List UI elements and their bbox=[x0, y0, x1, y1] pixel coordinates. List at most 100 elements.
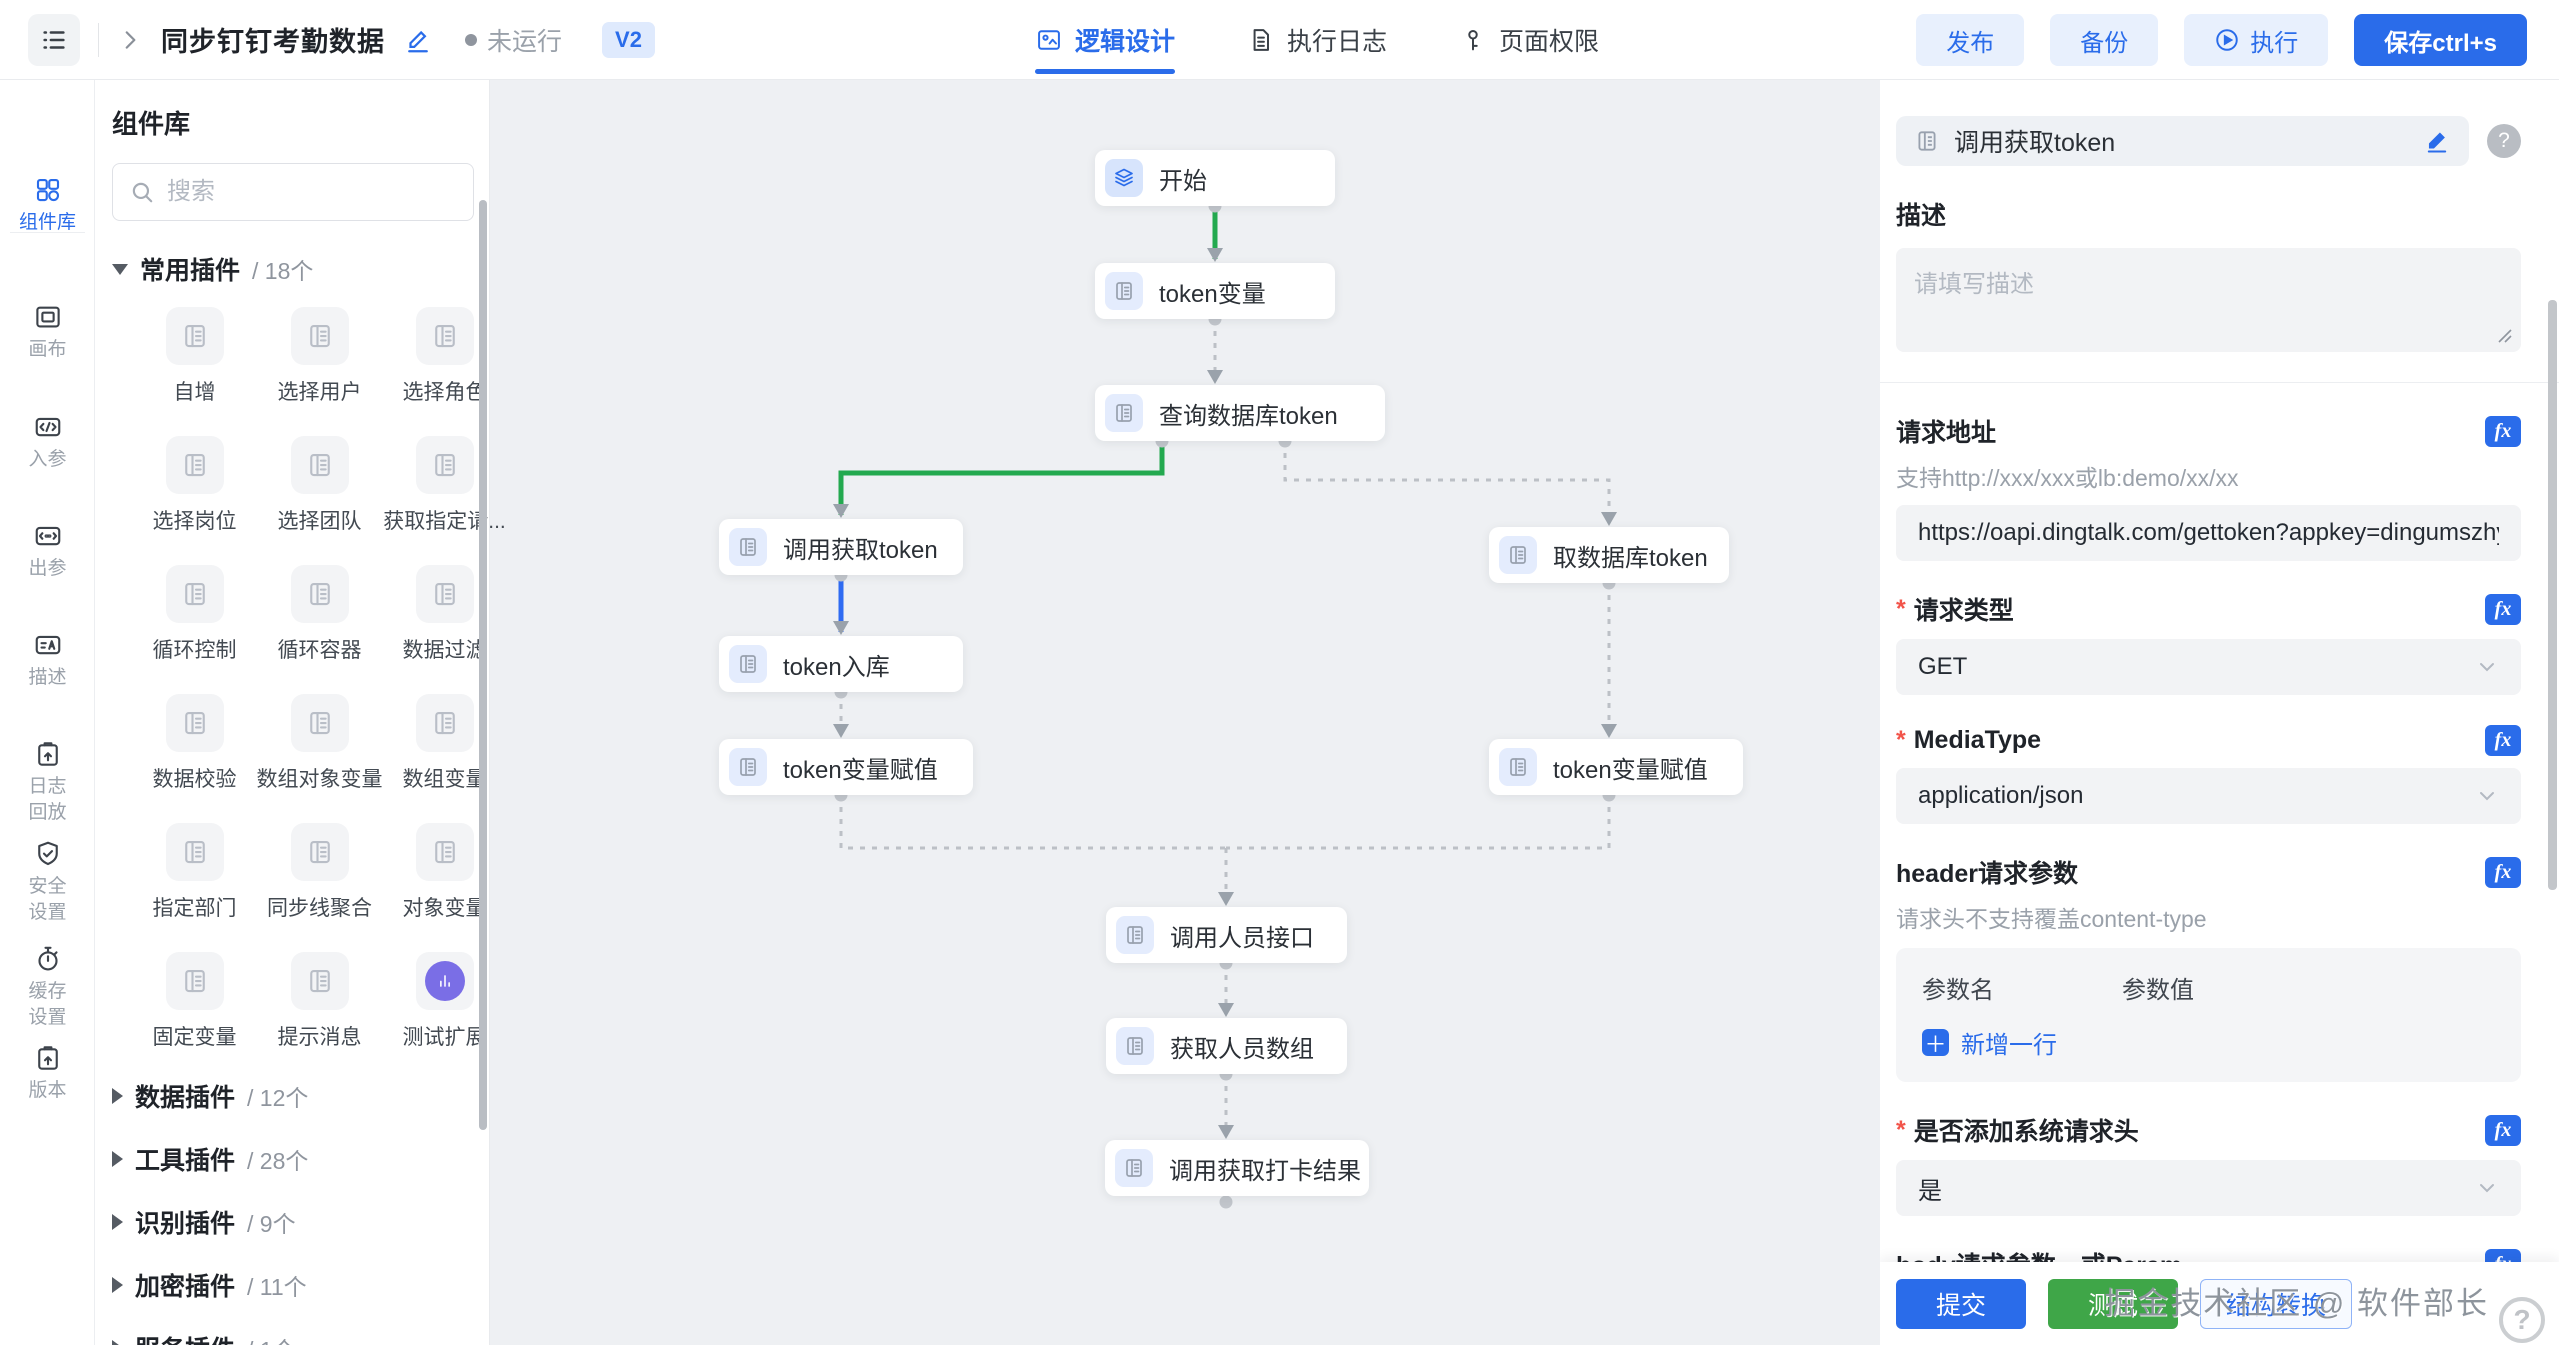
flow-edge bbox=[838, 441, 1165, 515]
media-type-select[interactable]: application/json bbox=[1896, 768, 2521, 824]
library-section-header[interactable]: 工具插件 / 28个 bbox=[112, 1141, 474, 1177]
resize-handle-icon[interactable] bbox=[2495, 326, 2513, 344]
search-box[interactable] bbox=[112, 163, 474, 221]
component-library-panel: 组件库 常用插件 / 18个自增选择用户选择角色选择岗位选择团队获取指定请...… bbox=[95, 80, 506, 1345]
tab-logic-design[interactable]: 逻辑设计 bbox=[1035, 0, 1176, 80]
edge-arrow-icon bbox=[833, 504, 849, 518]
library-component-item[interactable]: 对象变量 bbox=[382, 823, 507, 922]
flow-node[interactable]: 调用人员接口 bbox=[1106, 907, 1347, 963]
flow-node[interactable]: 开始 bbox=[1095, 150, 1335, 206]
fx-icon[interactable]: fx bbox=[2485, 856, 2521, 888]
library-component-item[interactable]: 数组对象变量 bbox=[257, 694, 383, 793]
sys-header-select[interactable]: 是 bbox=[1896, 1160, 2521, 1216]
component-tile-icon bbox=[290, 823, 349, 881]
library-component-item[interactable]: 自增 bbox=[132, 307, 257, 406]
library-component-item[interactable]: 指定部门 bbox=[132, 823, 257, 922]
library-section-header[interactable]: 加密插件 / 11个 bbox=[112, 1267, 474, 1303]
search-icon bbox=[132, 182, 153, 203]
test-button[interactable]: 测试 bbox=[2048, 1278, 2178, 1329]
submit-button[interactable]: 提交 bbox=[1896, 1278, 2026, 1329]
header-params-hint: 请求头不支持覆盖content-type bbox=[1896, 906, 2207, 932]
library-component-item[interactable]: 选择角色 bbox=[382, 307, 507, 406]
node-title-field[interactable]: 调用获取token bbox=[1896, 116, 2469, 166]
backup-button[interactable]: 备份 bbox=[2050, 14, 2159, 66]
publish-button[interactable]: 发布 bbox=[1916, 14, 2025, 66]
version-badge[interactable]: V2 bbox=[602, 21, 655, 58]
flow-canvas[interactable]: 开始 token变量查询数据库token 调用获取token 取数据库token tok… bbox=[490, 80, 1880, 1345]
component-tile-icon bbox=[165, 952, 224, 1010]
run-button[interactable]: 执行 bbox=[2184, 14, 2329, 66]
library-section-header[interactable]: 服务插件 / 1个 bbox=[112, 1330, 474, 1345]
library-component-item[interactable]: 获取指定请... bbox=[382, 436, 507, 535]
library-component-item[interactable]: 数据过滤 bbox=[382, 565, 507, 664]
fx-icon[interactable]: fx bbox=[2485, 725, 2521, 756]
library-component-item[interactable]: 循环控制 bbox=[132, 565, 257, 664]
sidebar-item-canvas[interactable]: 画布 bbox=[0, 302, 95, 363]
library-scrollbar[interactable] bbox=[479, 200, 487, 1130]
fx-icon[interactable]: fx bbox=[2485, 1114, 2521, 1146]
fx-icon[interactable]: fx bbox=[2485, 415, 2521, 447]
tab-label: 执行日志 bbox=[1287, 28, 1388, 56]
inspector-scrollbar[interactable] bbox=[2548, 300, 2557, 890]
sidebar-item-log-replay[interactable]: 日志回放 bbox=[0, 739, 95, 826]
library-component-item[interactable]: 固定变量 bbox=[132, 952, 257, 1051]
library-component-item[interactable]: 循环容器 bbox=[257, 565, 382, 664]
tab-page-permission[interactable]: 页面权限 bbox=[1459, 0, 1599, 80]
sidebar-item-describe[interactable]: 描述 bbox=[0, 630, 95, 691]
flow-node[interactable]: token入库 bbox=[719, 636, 963, 692]
edit-node-title-icon[interactable] bbox=[2423, 127, 2451, 155]
library-section-header[interactable]: 数据插件 / 12个 bbox=[112, 1078, 474, 1114]
sidebar-item-label: 描述 bbox=[28, 667, 67, 688]
sidebar-item-output-param[interactable]: 出参 bbox=[0, 521, 95, 582]
library-component-item[interactable]: 选择用户 bbox=[257, 307, 382, 406]
flow-node[interactable]: token变量赋值 bbox=[1489, 739, 1743, 795]
sidebar-item-input-param[interactable]: 入参 bbox=[0, 412, 95, 473]
flow-edges bbox=[833, 199, 1617, 1209]
param-value-column: 参数值 bbox=[2122, 977, 2194, 1004]
fx-icon[interactable]: fx bbox=[2485, 593, 2521, 625]
library-component-item[interactable]: 数据校验 bbox=[132, 694, 257, 793]
sys-header-label: 是否添加系统请求头 bbox=[1913, 1118, 2139, 1146]
component-label: 测试扩展 bbox=[402, 1026, 487, 1049]
flow-node[interactable]: 调用获取token bbox=[719, 519, 963, 575]
sidebar-item-label: 缓存设置 bbox=[28, 981, 67, 1028]
flow-node[interactable]: token变量赋值 bbox=[719, 739, 973, 795]
library-component-item[interactable]: 同步线聚合 bbox=[257, 823, 382, 922]
library-component-item[interactable]: 选择团队 bbox=[257, 436, 382, 535]
flow-node[interactable]: 取数据库token bbox=[1489, 527, 1729, 583]
url-input[interactable]: https://oapi.dingtalk.com/gettoken?appke… bbox=[1896, 505, 2521, 561]
transform-button[interactable]: 结构转换 bbox=[2200, 1278, 2352, 1329]
flow-node[interactable]: 查询数据库token bbox=[1095, 385, 1385, 441]
library-section-header[interactable]: 识别插件 / 9个 bbox=[112, 1204, 474, 1240]
sidebar-item-version[interactable]: 版本 bbox=[0, 1043, 95, 1104]
sidebar-item-security[interactable]: 安全设置 bbox=[0, 839, 95, 926]
flow-node[interactable]: 获取人员数组 bbox=[1106, 1018, 1347, 1074]
search-input[interactable] bbox=[167, 178, 457, 206]
description-textarea[interactable]: 请填写描述 bbox=[1896, 248, 2521, 352]
library-component-item[interactable]: 提示消息 bbox=[257, 952, 382, 1051]
top-bar-actions: 发布 备份 执行 保存ctrl+s bbox=[1916, 0, 2527, 80]
menu-icon[interactable] bbox=[28, 13, 80, 66]
component-tile-icon bbox=[415, 307, 474, 365]
help-icon[interactable]: ? bbox=[2487, 124, 2521, 158]
flow-node[interactable]: token变量 bbox=[1095, 263, 1335, 319]
edit-title-icon[interactable] bbox=[403, 25, 433, 55]
flow-node-label: token变量赋值 bbox=[1553, 756, 1708, 784]
component-tile-icon bbox=[290, 694, 349, 752]
run-status: 未运行 bbox=[465, 22, 562, 58]
library-component-item[interactable]: 测试扩展 bbox=[382, 952, 507, 1051]
chevron-right-icon[interactable] bbox=[117, 27, 143, 53]
add-row-button[interactable]: ＋ 新增一行 bbox=[1922, 1025, 2495, 1060]
sidebar-item-components[interactable]: 组件库 bbox=[0, 175, 95, 236]
sidebar-item-cache[interactable]: 缓存设置 bbox=[0, 944, 95, 1031]
node-doc-icon bbox=[729, 748, 767, 786]
library-section-header[interactable]: 常用插件 / 18个 bbox=[112, 251, 474, 287]
save-button[interactable]: 保存ctrl+s bbox=[2354, 14, 2527, 66]
chevron-down-icon bbox=[2475, 1176, 2499, 1200]
method-select[interactable]: GET bbox=[1896, 639, 2521, 695]
tab-exec-log[interactable]: 执行日志 bbox=[1247, 0, 1387, 80]
flow-edge bbox=[839, 795, 1226, 850]
library-component-item[interactable]: 选择岗位 bbox=[132, 436, 257, 535]
flow-node[interactable]: 调用获取打卡结果 bbox=[1105, 1140, 1369, 1196]
library-component-item[interactable]: 数组变量 bbox=[382, 694, 507, 793]
